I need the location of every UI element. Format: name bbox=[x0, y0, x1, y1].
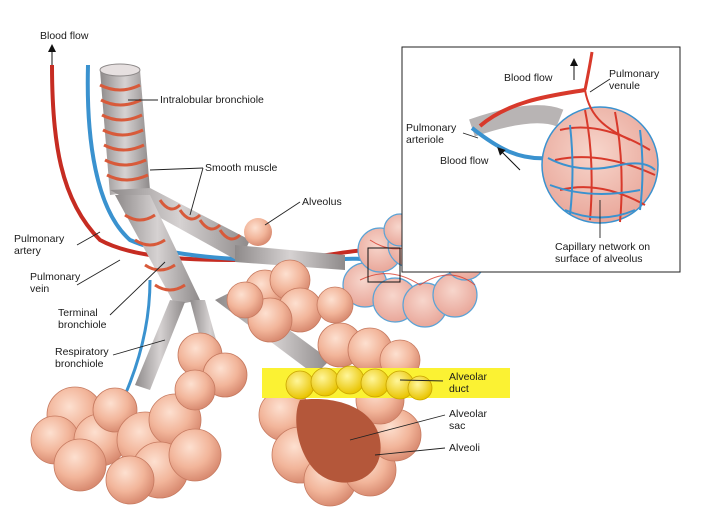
leader-lines bbox=[76, 99, 446, 456]
alveolar-duct-label-1: Alveolar bbox=[449, 371, 487, 383]
alveolar-sac-label-1: Alveolar bbox=[449, 408, 487, 420]
alveolar-duct-label-2: duct bbox=[449, 383, 469, 395]
pulmonary-artery-label-1: Pulmonary bbox=[14, 233, 65, 245]
capillary-network-label-1: Capillary network on bbox=[555, 241, 651, 253]
bronchiole-tree bbox=[99, 63, 345, 395]
magnify-box bbox=[367, 247, 401, 283]
alveolar-duct-sacs bbox=[285, 365, 433, 401]
pulmonary-artery-label-2: artery bbox=[14, 245, 41, 257]
alveolar-duct-label-highlight bbox=[443, 368, 510, 398]
pulmonary-arteriole-label-1: Pulmonary bbox=[406, 122, 457, 134]
respiratory-bronchiole-label-1: Respiratory bbox=[55, 346, 109, 358]
terminal-bronchiole-label-1: Terminal bbox=[58, 307, 98, 319]
alveoli-label: Alveoli bbox=[449, 442, 480, 454]
pulmonary-vein-label-2: vein bbox=[30, 283, 50, 295]
respiratory-bronchiole-label-2: bronchiole bbox=[55, 358, 104, 370]
inset-blood-flow-label-top: Blood flow bbox=[504, 72, 553, 84]
pulmonary-venule-label-1: Pulmonary bbox=[609, 68, 660, 80]
smooth-muscle-label: Smooth muscle bbox=[205, 162, 278, 174]
alveolus-small bbox=[244, 218, 272, 246]
pulmonary-venule-label-2: venule bbox=[609, 80, 640, 92]
terminal-bronchiole-label-2: bronchiole bbox=[58, 319, 107, 331]
intralobular-bronchiole-label: Intralobular bronchiole bbox=[160, 94, 264, 106]
alveolus-label: Alveolus bbox=[302, 196, 342, 208]
capillary-network-label-2: surface of alveolus bbox=[555, 253, 643, 265]
alveolar-sac-label-2: sac bbox=[449, 420, 466, 432]
blood-flow-arrow-inset-bottom bbox=[497, 147, 521, 171]
inset-blood-flow-label-bottom: Blood flow bbox=[440, 155, 489, 167]
alveolar-sac-interior bbox=[296, 399, 381, 483]
pulmonary-arteriole-label-2: arteriole bbox=[406, 134, 444, 146]
blood-flow-label-left: Blood flow bbox=[40, 30, 89, 42]
inset-panel bbox=[401, 46, 681, 273]
pulmonary-vein-label-1: Pulmonary bbox=[30, 271, 81, 283]
